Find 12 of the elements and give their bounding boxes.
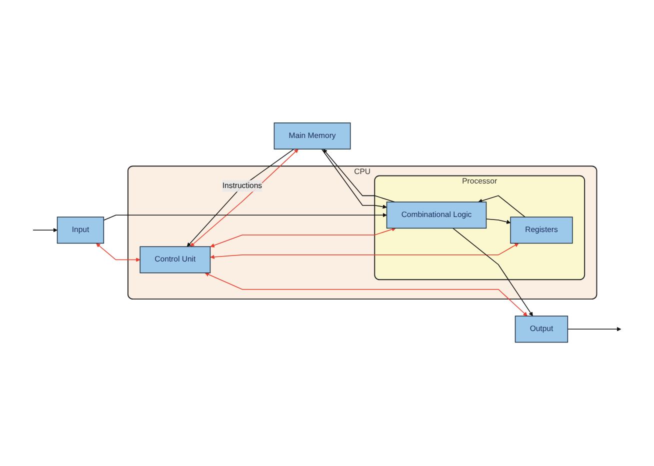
arrow bbox=[478, 196, 526, 218]
arrow bbox=[204, 272, 528, 317]
arrow bbox=[96, 244, 140, 262]
arrow bbox=[210, 243, 519, 260]
arrow bbox=[486, 219, 511, 224]
arrow bbox=[321, 149, 387, 210]
arrow bbox=[210, 228, 396, 248]
arrow bbox=[567, 327, 622, 332]
arrow bbox=[452, 228, 533, 317]
arrow bbox=[323, 149, 396, 203]
arrow bbox=[103, 213, 387, 222]
arrow bbox=[32, 228, 58, 233]
